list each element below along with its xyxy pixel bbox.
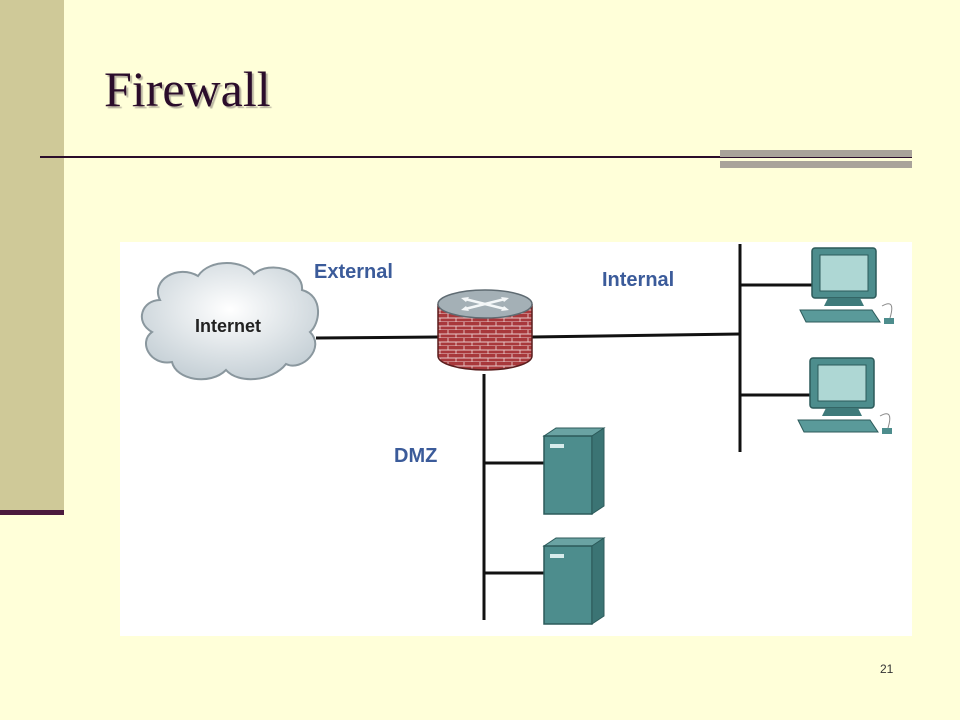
internet-cloud-icon	[140, 262, 319, 381]
internet-label: Internet	[195, 316, 261, 336]
workstation-icon	[797, 357, 892, 434]
slide-sidebar-bar	[0, 0, 64, 512]
network-links	[315, 244, 814, 620]
slide-sidebar-cap	[0, 510, 64, 515]
slide-title: Firewall	[104, 61, 271, 117]
internal-label: Internal	[602, 269, 674, 291]
external-label: External	[314, 261, 393, 283]
link-internet-firewall	[315, 335, 439, 340]
network-diagram-svg: Internet External Internal DMZ	[140, 244, 894, 625]
dmz-label: DMZ	[394, 445, 437, 467]
link-firewall-internal	[531, 332, 741, 339]
title-accent-bar	[720, 150, 912, 168]
network-diagram: Internet External Internal DMZ	[120, 242, 912, 636]
title-underline	[40, 156, 912, 158]
page-number: 21	[880, 662, 894, 676]
server-icon	[542, 537, 606, 625]
server-icon	[542, 427, 606, 515]
firewall-router-icon	[437, 289, 533, 371]
workstation-icon	[799, 247, 894, 324]
